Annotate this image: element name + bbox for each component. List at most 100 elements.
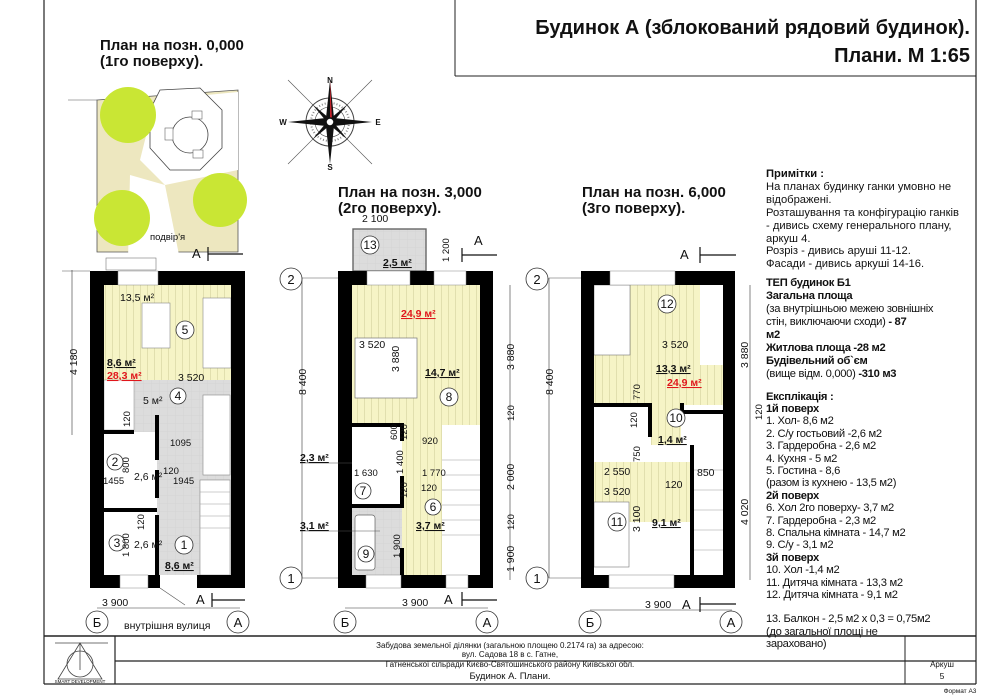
section-arrow-icon <box>461 248 497 262</box>
volume-note: (вище відм. 0,000) <box>766 367 856 380</box>
room-marker <box>666 408 686 428</box>
room-number-5: 5 <box>182 323 189 337</box>
explication-item: 4. Кухня - 5 м2 <box>766 452 838 465</box>
explication-item: (разом із кухнею - 13,5 м2) <box>766 477 897 490</box>
note-line: Розріз - дивись аруші 11-12. <box>766 245 911 258</box>
plan3-floorplan <box>548 270 751 589</box>
tep-title: ТЕП будинок Б1 <box>766 277 851 290</box>
balcony-note: (до загальної площі не <box>766 625 878 638</box>
axis-label-b: Б <box>341 615 350 630</box>
note-line: аркуш 4. <box>766 232 811 245</box>
axis-marker <box>279 267 303 291</box>
room-number-10: 10 <box>669 411 683 425</box>
dim: 850 <box>697 467 715 479</box>
dim: 3 880 <box>390 346 402 372</box>
sheet-title: Будинок А (зблокований рядовий будинок). <box>535 17 970 39</box>
sheet-number: 5 <box>940 671 945 681</box>
explication-item: 5. Гостина - 8,6 <box>766 464 841 477</box>
explication: Експлікація : 1й поверх 1. Хол- 8,6 м2 2… <box>766 391 971 651</box>
volume-row: (вище відм. 0,000) -310 м3 <box>766 368 971 381</box>
plan1-area-hall: 8,6 м² <box>107 357 136 369</box>
dim: 750 <box>632 446 643 462</box>
volume-label: Будівельний об`єм <box>766 354 868 367</box>
axis-marker <box>85 610 109 634</box>
plan3-subtitle: (3го поверху). <box>582 200 685 217</box>
plan2-area-bedroom: 14,7 м² <box>425 367 460 379</box>
dim: 1 900 <box>505 546 517 572</box>
room-number-9: 9 <box>363 547 370 561</box>
dim: 1 200 <box>441 238 452 262</box>
compass-e: E <box>375 118 381 127</box>
room-marker <box>354 482 372 500</box>
street-label: внутрішня вулиця <box>124 620 211 632</box>
plan1-title: План на позн. 0,000 <box>100 37 244 54</box>
explication-item: 3. Гардеробна - 2,6 м2 <box>766 440 876 453</box>
section-arrow-icon <box>461 592 497 606</box>
dim: 920 <box>422 436 438 447</box>
address-line-3: Гатненської сільради Києво-Святошинськог… <box>386 660 635 669</box>
section-mark: А <box>682 597 691 612</box>
bed <box>593 284 631 356</box>
note-line: Розташування та конфігурацію ганків <box>766 206 959 219</box>
explication-item: 6. Хол 2го поверху- 3,7 м2 <box>766 502 894 515</box>
room-marker <box>657 294 677 314</box>
yard-plan <box>68 87 247 271</box>
floor1-heading: 1й поверх <box>766 402 819 415</box>
plan1-area-kitchen: 5 м² <box>143 395 163 407</box>
axis-marker <box>279 566 303 590</box>
plan3-area-child-room: 13,3 м² <box>656 363 691 375</box>
plan3-area-hall: 1,4 м² <box>658 434 687 446</box>
plan2-floorplan <box>300 228 511 589</box>
round-table <box>171 116 209 154</box>
plan2-title: План на позн. 3,000 <box>338 184 482 201</box>
room-marker <box>424 498 442 516</box>
company-logo <box>55 642 108 680</box>
explication-item: 12. Дитяча кімната - 9,1 м2 <box>766 589 898 601</box>
dim: 2 550 <box>604 466 630 478</box>
axis-marker <box>525 566 549 590</box>
dim: 1 770 <box>422 468 446 479</box>
dim: 120 <box>665 479 683 491</box>
room-number-1: 1 <box>181 538 188 552</box>
total-area-note: (за внутрішньою межею зовнішніх <box>766 303 934 316</box>
sheet-subtitle: Плани. М 1:65 <box>834 45 970 67</box>
axis-label-b: Б <box>586 615 595 630</box>
dim: 3 520 <box>359 339 385 351</box>
tep-section: ТЕП будинок Б1 Загальна площа (за внутрі… <box>766 277 971 380</box>
plan2-area-wardrobe: 2,3 м² <box>300 452 329 464</box>
plan2-subtitle: (2го поверху). <box>338 200 441 217</box>
dim: 1 800 <box>121 533 132 557</box>
explication-title: Експлікація : <box>766 390 834 403</box>
total-area-value: - 87 <box>885 315 907 328</box>
room-number-2: 2 <box>112 455 119 469</box>
logo-text: SMART DEVELOPMENT <box>55 679 106 684</box>
axis-label-a: А <box>234 615 243 630</box>
dim: 1 630 <box>354 468 378 479</box>
section-mark: А <box>680 247 689 262</box>
living-area: Житлова площа -28 м2 <box>766 341 886 354</box>
dim: 1 400 <box>395 450 406 474</box>
dim: 3 900 <box>102 597 128 609</box>
dim: 120 <box>506 405 517 421</box>
volume-value: -310 м3 <box>855 367 897 380</box>
explication-item: 7. Гардеробна - 2,3 м2 <box>766 514 876 527</box>
dim: 1095 <box>170 438 191 449</box>
plan1-area-wardrobe: 2,6 м² <box>134 539 163 551</box>
room-marker <box>169 387 187 405</box>
room-marker <box>607 512 627 532</box>
bed <box>354 337 418 399</box>
room-number-8: 8 <box>446 390 453 404</box>
compass-s: S <box>327 163 333 172</box>
dim: 3 880 <box>505 344 517 370</box>
room-marker <box>108 534 126 552</box>
room-number-4: 4 <box>175 389 182 403</box>
sheet-label: Аркуш <box>930 660 954 669</box>
axis-label-b: Б <box>93 615 102 630</box>
plan2-area-total: 24,9 м² <box>401 308 436 320</box>
address-line-1: Забудова земельної ділянки (загальною пл… <box>376 641 644 650</box>
address-line-2: вул. Садова 18 в с. Гатне, <box>462 650 558 659</box>
paper-format: Формат А3 <box>944 688 977 695</box>
dim: 3 880 <box>739 342 751 368</box>
notes-panel: Примітки : На планах будинку ганки умовн… <box>766 168 971 651</box>
